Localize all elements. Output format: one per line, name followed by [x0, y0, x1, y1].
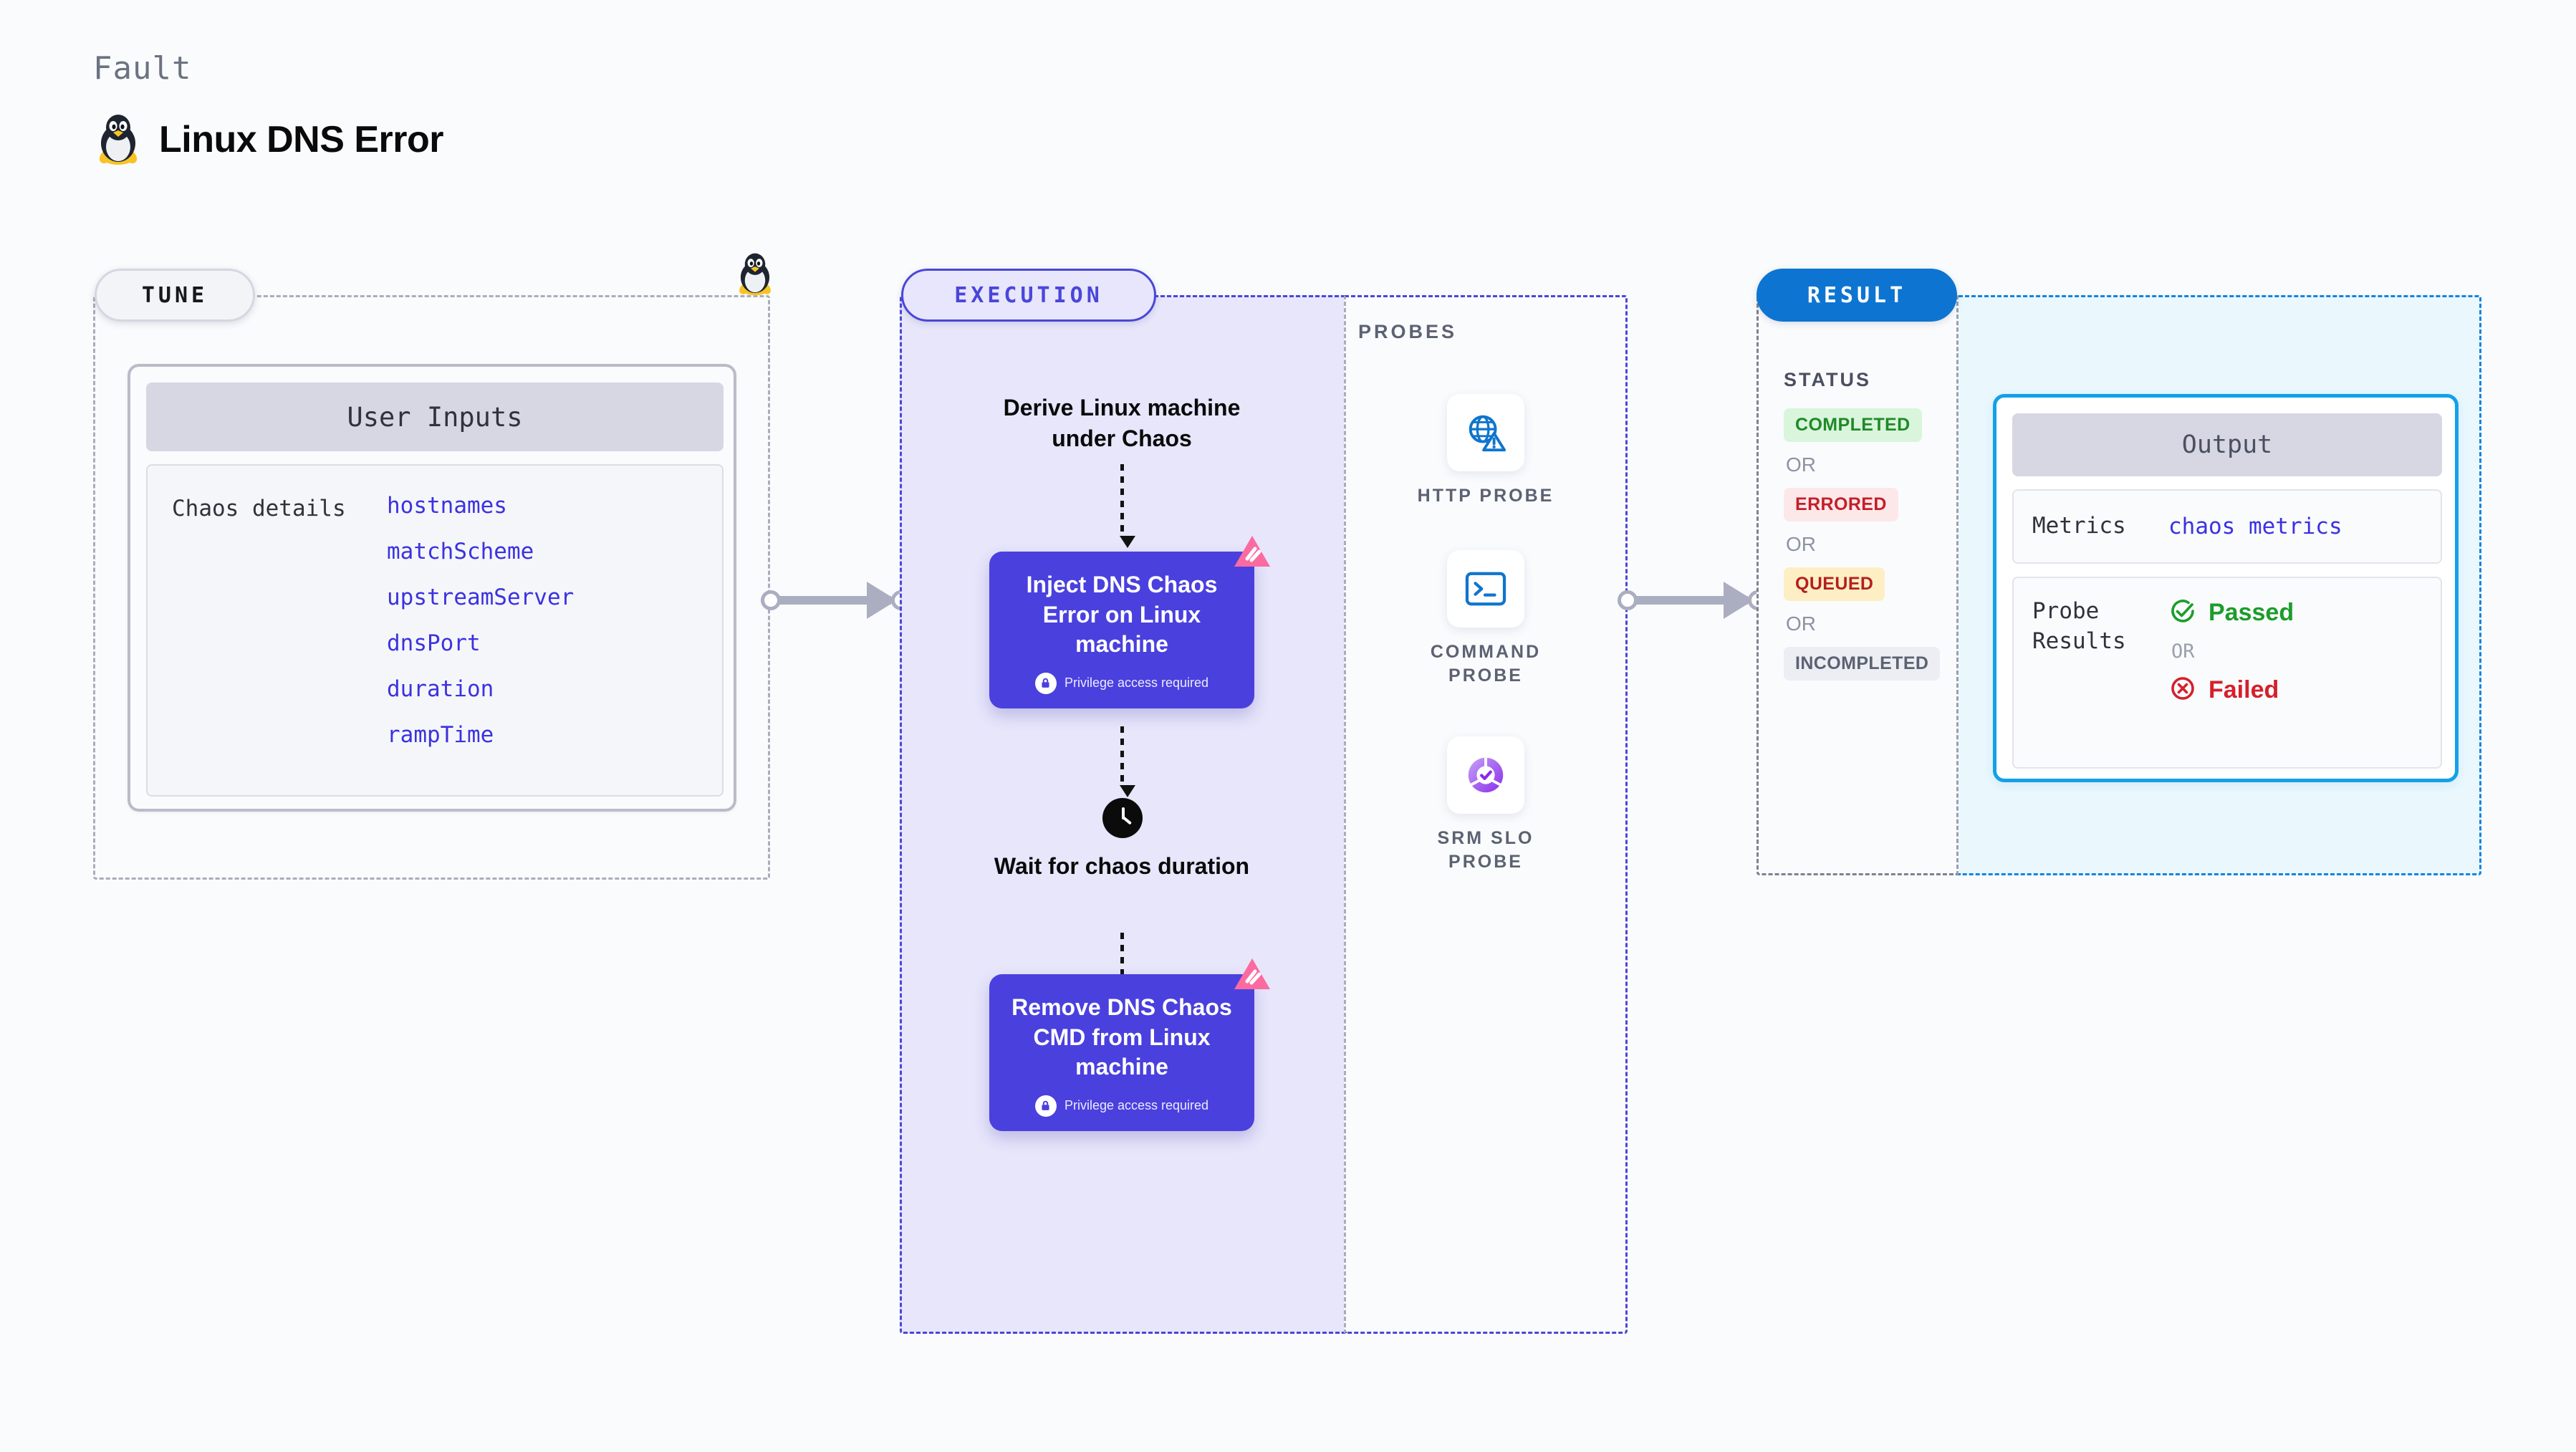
status-list: COMPLETED OR ERRORED OR QUEUED OR INCOMP…: [1784, 408, 1948, 681]
globe-warning-icon: [1447, 394, 1524, 471]
output-row-metrics: Metrics chaos metrics: [2012, 489, 2442, 564]
probe-result-failed-label: Failed: [2209, 676, 2279, 703]
tux-penguin-icon: [96, 113, 140, 166]
x-circle-icon: [2168, 674, 2197, 706]
connector-node-start: [761, 590, 781, 610]
chaos-details-label: Chaos details: [172, 496, 346, 521]
probe-http[interactable]: HTTP PROBE: [1414, 394, 1557, 508]
terminal-icon: [1447, 550, 1524, 628]
execution-card-remove-privilege: Privilege access required: [1005, 1095, 1239, 1117]
slo-gauge-check-icon: [1447, 736, 1524, 814]
output-metrics-label: Metrics: [2032, 513, 2126, 539]
probes-label: PROBES: [1358, 321, 1458, 342]
lock-icon: [1034, 1095, 1057, 1117]
litmus-logo-icon: [1231, 533, 1273, 578]
status-badge-completed: COMPLETED: [1784, 408, 1922, 442]
probe-result-passed-label: Passed: [2209, 599, 2294, 626]
page-title-row: Linux DNS Error: [96, 113, 444, 166]
execution-card-remove[interactable]: Remove DNS Chaos CMD from Linux machine …: [989, 958, 1270, 1131]
status-badge-errored: ERRORED: [1784, 488, 1898, 521]
execution-card-inject-privilege-text: Privilege access required: [1064, 675, 1209, 691]
status-badge-incompleted: INCOMPLETED: [1784, 647, 1941, 681]
status-or-1: OR: [1786, 453, 1816, 476]
lock-icon: [1034, 672, 1057, 694]
user-inputs-card: User Inputs Chaos details hostnames matc…: [128, 364, 736, 812]
result-badge[interactable]: RESULT: [1756, 269, 1957, 322]
output-card: Output Metrics chaos metrics Probe Resul…: [1993, 394, 2459, 782]
step-wait-label: Wait for chaos duration: [994, 853, 1250, 879]
output-title: Output: [2012, 413, 2442, 476]
page-eyebrow: Fault: [93, 50, 192, 87]
user-inputs-title: User Inputs: [146, 383, 724, 451]
output-metrics-value[interactable]: chaos metrics: [2168, 514, 2342, 539]
param-hostnames[interactable]: hostnames: [387, 493, 507, 519]
status-heading: STATUS: [1784, 369, 1871, 390]
execution-card-inject-title: Inject DNS Chaos Error on Linux machine: [1026, 572, 1218, 658]
clock-icon: [1102, 798, 1143, 838]
arrow-derive-to-inject: [1120, 464, 1135, 548]
tune-badge[interactable]: TUNE: [95, 269, 255, 322]
param-ramptime[interactable]: rampTime: [387, 722, 494, 748]
probe-result-passed: Passed: [2168, 597, 2294, 629]
execution-card-remove-title: Remove DNS Chaos CMD from Linux machine: [1011, 994, 1232, 1080]
litmus-logo-icon: [1231, 956, 1273, 1001]
probe-result-failed: Failed: [2168, 674, 2294, 706]
execution-card-remove-privilege-text: Privilege access required: [1064, 1098, 1209, 1113]
output-probe-results-label: Probe Results: [2032, 598, 2126, 654]
output-probe-results-values: Passed OR Failed: [2168, 597, 2294, 749]
execution-badge[interactable]: EXECUTION: [901, 269, 1156, 322]
param-matchscheme[interactable]: matchScheme: [387, 539, 534, 564]
probe-srm-slo[interactable]: SRM SLO PROBE: [1414, 736, 1557, 874]
connector-tune-to-execution: [761, 577, 913, 623]
tux-penguin-corner-icon: [736, 252, 774, 300]
execution-card-inject[interactable]: Inject DNS Chaos Error on Linux machine …: [989, 536, 1270, 708]
probe-command-label: COMMAND PROBE: [1430, 642, 1542, 686]
param-duration[interactable]: duration: [387, 676, 494, 702]
tune-region: [93, 295, 770, 880]
connector-node-start: [1618, 590, 1638, 610]
execution-card-inject-privilege: Privilege access required: [1005, 672, 1239, 694]
status-badge-queued: QUEUED: [1784, 567, 1885, 601]
arrow-inject-to-wait: [1120, 726, 1135, 797]
chaos-details-params: hostnames matchScheme upstreamServer dns…: [387, 493, 574, 795]
probe-srm-slo-label: SRM SLO PROBE: [1437, 828, 1534, 872]
output-row-probe-results: Probe Results Passed OR: [2012, 577, 2442, 769]
chaos-details-body: Chaos details hostnames matchScheme upst…: [146, 464, 724, 797]
page-title: Linux DNS Error: [159, 119, 444, 160]
step-derive-label: Derive Linux machine under Chaos: [1003, 395, 1241, 451]
probe-result-or: OR: [2171, 640, 2195, 663]
connector-probes-to-result: [1618, 577, 1769, 623]
status-or-3: OR: [1786, 612, 1816, 635]
check-circle-icon: [2168, 597, 2197, 629]
probe-http-label: HTTP PROBE: [1417, 486, 1554, 506]
probe-command[interactable]: COMMAND PROBE: [1414, 550, 1557, 688]
param-dnsport[interactable]: dnsPort: [387, 630, 481, 656]
status-or-2: OR: [1786, 533, 1816, 555]
param-upstreamserver[interactable]: upstreamServer: [387, 585, 575, 610]
